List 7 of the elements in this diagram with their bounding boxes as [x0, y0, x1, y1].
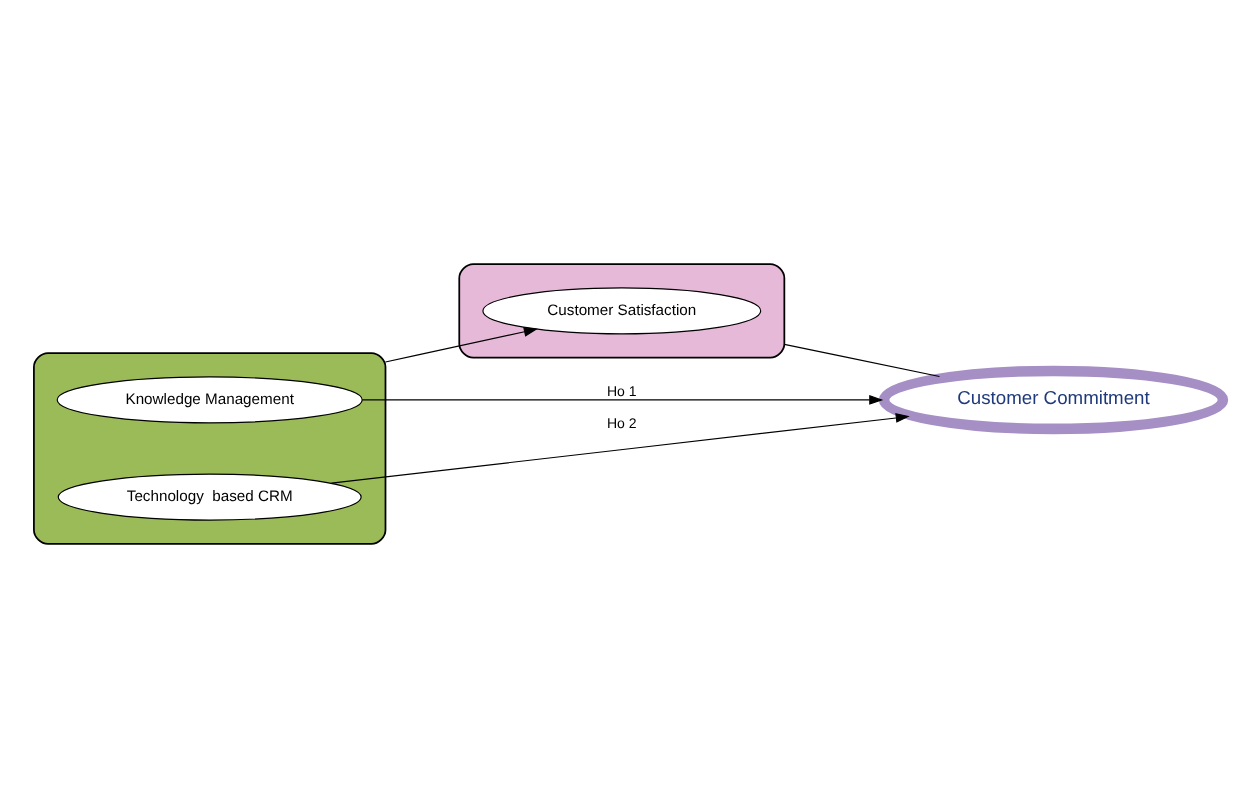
- cluster: [458, 262, 786, 358]
- arrow: [330, 412, 910, 483]
- connector: [783, 342, 941, 377]
- node-ellipse: Customer Commitment: [878, 364, 1229, 434]
- arrow: [384, 326, 538, 362]
- cluster: [33, 351, 387, 544]
- arrow: [361, 393, 884, 404]
